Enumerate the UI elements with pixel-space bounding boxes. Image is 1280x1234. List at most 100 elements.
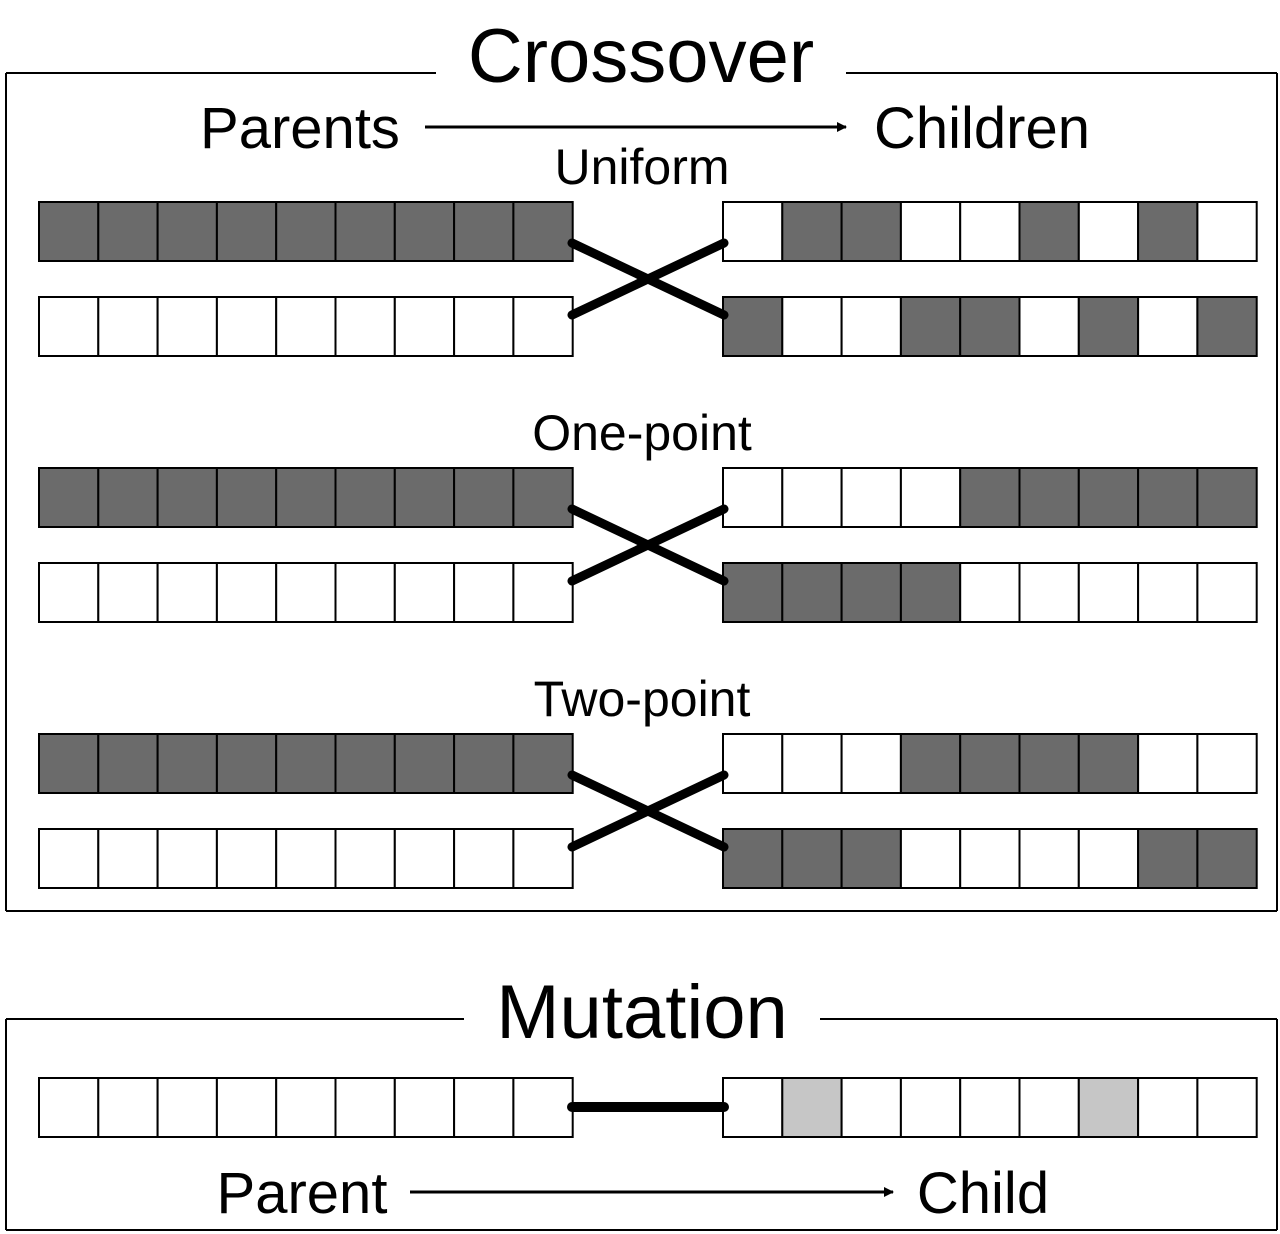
child-a-chromosome	[722, 201, 1258, 262]
method-label: Two-point	[534, 671, 751, 727]
gene-cell	[38, 467, 100, 528]
gene-cell	[1137, 296, 1199, 357]
crossover-connector	[567, 238, 729, 320]
gene-cell	[1137, 828, 1199, 889]
gene-cell	[781, 562, 843, 623]
gene-cell	[781, 467, 843, 528]
gene-cell	[1196, 201, 1258, 262]
gene-cell	[275, 1077, 337, 1138]
crossover-connector	[567, 770, 729, 852]
gene-cell	[512, 562, 574, 623]
gene-cell	[1196, 1077, 1258, 1138]
gene-cell	[334, 467, 396, 528]
gene-cell	[512, 296, 574, 357]
gene-cell	[1018, 1077, 1080, 1138]
gene-cell	[899, 467, 962, 528]
mutation-child-chromosome	[722, 1077, 1258, 1138]
gene-cell	[840, 733, 902, 794]
gene-cell	[156, 296, 218, 357]
parent-b-chromosome	[38, 828, 574, 889]
gene-cell	[393, 467, 456, 528]
gene-cell	[453, 562, 515, 623]
gene-cell	[722, 467, 784, 528]
gene-cell	[1018, 201, 1080, 262]
crossover-connector	[567, 504, 729, 586]
gene-cell	[1196, 467, 1258, 528]
parent-b-chromosome	[38, 296, 574, 357]
children-label: Children	[874, 96, 1090, 161]
gene-cell	[512, 201, 574, 262]
gene-cell	[453, 201, 515, 262]
gene-cell	[38, 1077, 100, 1138]
crossover-method-uniform: Uniform	[38, 139, 1258, 357]
gene-cell	[899, 733, 962, 794]
gene-cell	[959, 562, 1021, 623]
gene-cell	[959, 296, 1021, 357]
gene-cell	[1077, 296, 1140, 357]
gene-cell	[781, 296, 843, 357]
gene-cell	[840, 296, 902, 357]
gene-cell	[840, 201, 902, 262]
gene-cell	[334, 828, 396, 889]
gene-cell	[512, 828, 574, 889]
gene-cell	[840, 562, 902, 623]
gene-cell	[899, 828, 962, 889]
gene-cell	[97, 1077, 159, 1138]
gene-cell	[97, 201, 159, 262]
gene-cell	[1137, 201, 1199, 262]
gene-cell	[215, 201, 278, 262]
crossover-method-two-point: Two-point	[38, 671, 1258, 889]
crossover-method-one-point: One-point	[38, 405, 1258, 623]
gene-cell	[215, 296, 278, 357]
gene-cell	[38, 296, 100, 357]
gene-cell	[453, 828, 515, 889]
gene-cell	[1018, 467, 1080, 528]
gene-cell	[959, 733, 1021, 794]
gene-cell	[1018, 733, 1080, 794]
gene-cell	[156, 562, 218, 623]
crossover-panel: Crossover Parents Children UniformOne-po…	[5, 14, 1278, 912]
gene-cell	[1196, 828, 1258, 889]
gene-cell	[156, 828, 218, 889]
gene-cell	[959, 467, 1021, 528]
gene-cell	[215, 467, 278, 528]
gene-cell	[97, 467, 159, 528]
gene-cell	[156, 201, 218, 262]
gene-cell	[334, 296, 396, 357]
gene-cell	[97, 733, 159, 794]
gene-cell	[275, 562, 337, 623]
gene-cell	[38, 828, 100, 889]
gene-cell	[275, 828, 337, 889]
gene-cell	[840, 467, 902, 528]
gene-cell	[1137, 733, 1199, 794]
gene-cell	[959, 1077, 1021, 1138]
gene-cell	[781, 201, 843, 262]
gene-cell	[840, 828, 902, 889]
gene-cell	[899, 201, 962, 262]
gene-cell	[453, 733, 515, 794]
gene-cell	[97, 828, 159, 889]
method-label: One-point	[532, 405, 752, 461]
mutation-parent-chromosome	[38, 1077, 574, 1138]
gene-cell	[97, 562, 159, 623]
gene-cell	[275, 201, 337, 262]
gene-cell	[393, 296, 456, 357]
gene-cell	[275, 733, 337, 794]
gene-cell	[512, 1077, 574, 1138]
gene-cell	[899, 562, 962, 623]
gene-cell	[38, 201, 100, 262]
gene-cell	[1077, 201, 1140, 262]
gene-cell	[722, 201, 784, 262]
child-b-chromosome	[722, 828, 1258, 889]
gene-cell	[453, 296, 515, 357]
gene-cell	[393, 562, 456, 623]
gene-cell	[38, 562, 100, 623]
parent-b-chromosome	[38, 562, 574, 623]
gene-cell	[334, 201, 396, 262]
gene-cell	[1196, 733, 1258, 794]
gene-cell	[215, 562, 278, 623]
gene-cell	[722, 296, 784, 357]
child-b-chromosome	[722, 562, 1258, 623]
child-a-chromosome	[722, 467, 1258, 528]
